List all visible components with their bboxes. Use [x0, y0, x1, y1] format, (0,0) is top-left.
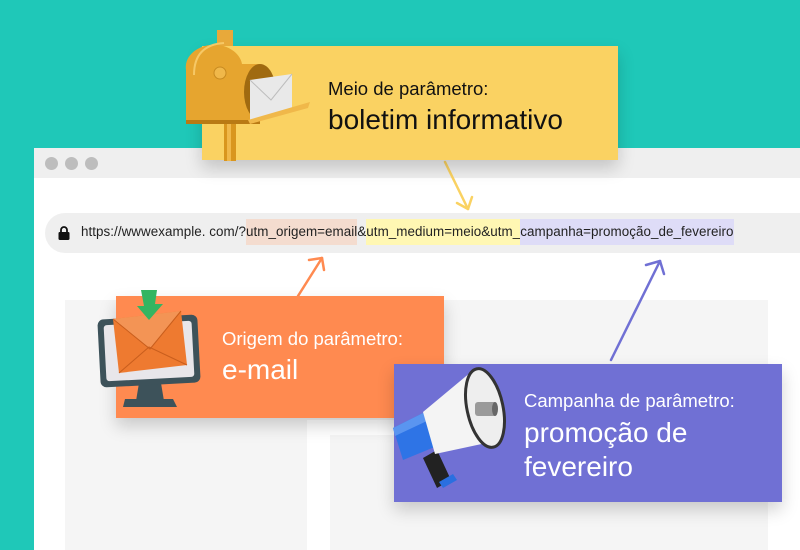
monitor-email-icon — [97, 290, 201, 407]
window-minimize-button[interactable] — [65, 157, 78, 170]
callout-campaign: Campanha de parâmetro: promoção de fever… — [394, 364, 782, 502]
url-separator: & — [357, 224, 367, 240]
callout-source-label: Origem do parâmetro: — [222, 328, 403, 349]
url-text: https://wwwexample. com/?utm_origem=emai… — [81, 213, 734, 253]
callout-campaign-label: Campanha de parâmetro: — [524, 390, 735, 411]
callout-campaign-value: promoção de fevereiro — [524, 417, 688, 482]
url-prefix: https://wwwexample. com/? — [81, 224, 246, 240]
callout-medium-value: boletim informativo — [328, 104, 563, 135]
callout-medium-label: Meio de parâmetro: — [328, 78, 489, 99]
callout-source-value: e-mail — [222, 354, 299, 385]
window-close-button[interactable] — [45, 157, 58, 170]
window-maximize-button[interactable] — [85, 157, 98, 170]
url-bar[interactable]: https://wwwexample. com/?utm_origem=emai… — [45, 213, 800, 253]
megaphone-icon — [393, 367, 506, 488]
mailbox-icon — [185, 30, 310, 161]
url-segment-campaign: campanha=promoção_de_fevereiro — [520, 219, 734, 246]
url-segment-medium: utm_medium=meio&utm_ — [366, 219, 521, 246]
url-segment-source: utm_origem=email — [245, 219, 358, 246]
lock-icon — [58, 226, 70, 240]
